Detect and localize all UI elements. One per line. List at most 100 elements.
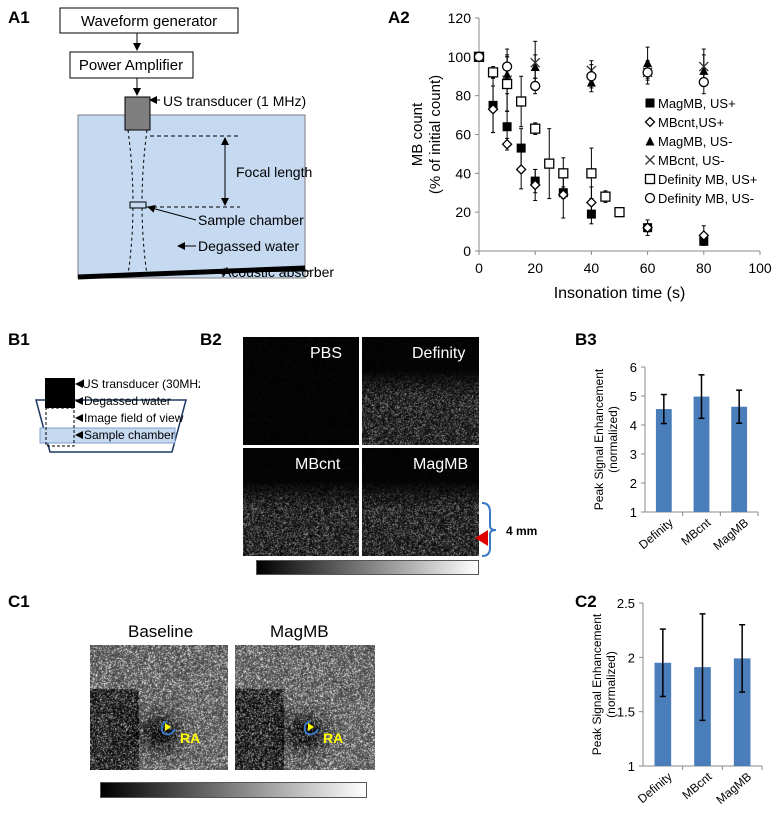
x-tick-label: 40 <box>584 260 600 276</box>
legend-marker <box>645 98 655 108</box>
y-tick-label: 1 <box>630 505 637 520</box>
y-axis-title: (normalized) <box>606 406 620 473</box>
waveform-generator-label: Waveform generator <box>81 13 217 30</box>
roi-label-magmb: RA <box>323 730 344 746</box>
us-transducer-label: US transducer (30MHz) <box>82 377 200 391</box>
roi-marker-baseline <box>160 720 176 736</box>
legend-marker <box>644 116 656 128</box>
us-transducer-label: US transducer (1 MHz) <box>163 93 306 109</box>
data-point <box>586 71 597 82</box>
y-tick-label: 40 <box>455 165 471 181</box>
bar <box>655 409 672 512</box>
image-label-magmb: MagMB <box>270 622 329 641</box>
degassed-water-label: Degassed water <box>84 394 171 408</box>
x-tick-label: 60 <box>640 260 656 276</box>
data-point <box>501 78 513 90</box>
x-tick-label: MBcnt <box>679 769 715 802</box>
data-point <box>614 207 625 218</box>
yellow-arrow-icon <box>308 723 314 731</box>
legend-label: MBcnt, US- <box>658 153 724 168</box>
data-point <box>557 189 569 201</box>
x-tick-label: Definity <box>636 516 676 552</box>
data-point <box>642 222 654 234</box>
scale-label: 4 mm <box>506 524 538 538</box>
image-label-mbcnt: MBcnt <box>295 456 341 473</box>
y-tick-label: 80 <box>455 88 471 104</box>
x-tick-label: 20 <box>527 260 543 276</box>
y-tick-label: 5 <box>630 389 637 404</box>
data-point <box>529 179 541 191</box>
grayscale-colorbar <box>256 560 479 575</box>
data-point <box>586 168 597 179</box>
x-tick-label: MagMB <box>710 516 751 553</box>
series-5 <box>473 51 709 95</box>
x-tick-label: 80 <box>696 260 712 276</box>
y-axis-title: Peak Signal Enhancement <box>592 368 606 510</box>
legend-marker <box>645 136 655 146</box>
x-tick-label: 100 <box>748 260 772 276</box>
data-point <box>487 103 499 115</box>
data-point <box>501 61 513 72</box>
y-tick-label: 100 <box>448 49 472 65</box>
legend-marker <box>644 173 656 185</box>
data-point <box>515 164 527 175</box>
data-point <box>530 123 541 134</box>
x-tick-label: 0 <box>475 260 483 276</box>
y-tick-label: 2 <box>628 650 635 665</box>
x-tick-label: MagMB <box>713 770 754 807</box>
bar <box>733 658 751 766</box>
ultrasound-image-pbs <box>243 337 359 445</box>
panel-label-a1: A1 <box>8 8 30 27</box>
data-point <box>558 168 569 179</box>
ultrasound-image-mbcnt <box>243 448 359 556</box>
image-label-pbs: PBS <box>310 345 343 362</box>
y-axis-title: Peak Signal Enhancement <box>590 613 604 755</box>
grayscale-colorbar <box>100 782 367 798</box>
y-axis-title: MB count <box>409 102 426 166</box>
y-tick-label: 1 <box>628 759 635 774</box>
y-tick-label: 2.5 <box>617 596 635 611</box>
data-point <box>585 197 597 208</box>
image-label-baseline: Baseline <box>128 622 194 641</box>
panel-label-b3: B3 <box>575 330 597 349</box>
legend-label: MagMB, US+ <box>658 96 736 111</box>
data-point <box>487 67 499 78</box>
legend-label: Definity MB, US+ <box>658 172 757 187</box>
water-tank <box>77 114 306 279</box>
power-amplifier-label: Power Amplifier <box>79 57 183 74</box>
focal-length-label: Focal length <box>236 164 312 180</box>
image-fov-label: Image field of view <box>84 411 184 425</box>
degassed-water-label: Degassed water <box>198 238 300 254</box>
y-axis-title: (% of initial count) <box>427 75 444 194</box>
data-point <box>501 138 513 150</box>
legend-label: Definity MB, US- <box>658 191 754 206</box>
data-point <box>600 191 611 202</box>
data-point <box>530 57 541 68</box>
data-point <box>698 230 710 241</box>
power-amplifier-box <box>69 51 194 79</box>
panel-label-c2: C2 <box>575 592 597 611</box>
us-transducer <box>45 378 75 408</box>
y-tick-label: 3 <box>630 447 637 462</box>
red-arrow-icon <box>475 530 488 546</box>
image-label-definity: Definity <box>412 345 466 362</box>
y-tick-label: 2 <box>630 476 637 491</box>
roi-marker-magmb <box>303 720 319 736</box>
data-point <box>516 143 526 153</box>
ultrasound-image-definity <box>362 337 479 445</box>
y-axis-title: (normalized) <box>604 651 618 718</box>
waveform-generator-box <box>59 7 239 34</box>
panel-label-c1: C1 <box>8 592 30 611</box>
x-axis-title: Insonation time (s) <box>554 285 686 302</box>
sample-chamber <box>129 201 147 209</box>
y-tick-label: 4 <box>630 418 637 433</box>
acoustic-absorber <box>77 265 306 280</box>
scale-bracket <box>475 502 497 557</box>
b1-imaging-diagram: US transducer (30MHz) Degassed water Ima… <box>35 377 200 453</box>
data-point <box>502 122 512 132</box>
data-point <box>642 67 653 78</box>
data-point <box>698 76 709 88</box>
legend-label: MagMB, US- <box>658 134 732 149</box>
